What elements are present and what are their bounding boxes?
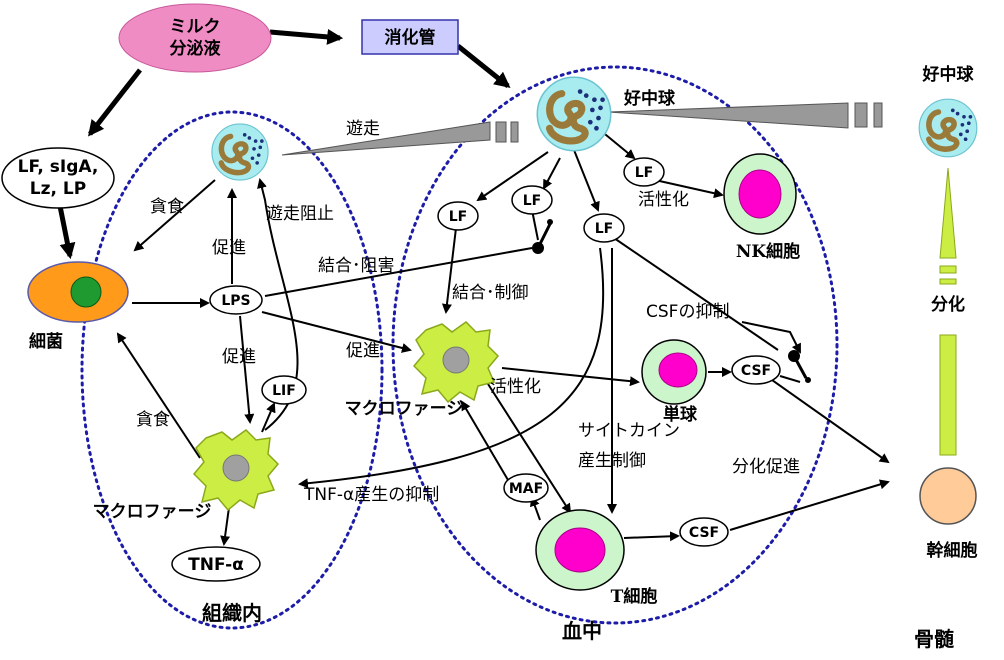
bone-marrow-title: 骨髄 [914,627,954,651]
differentiation-promote-label: 分化促進 [732,457,800,477]
lf3-label: LF [595,221,613,237]
binding-control-label: 結合･制御 [452,283,529,303]
macrophage-blood-label: マクロファージ [345,399,464,419]
migration-wedge-blood [607,102,849,129]
nk-cell-label: NK細胞 [736,241,800,262]
lf4-label: LF [635,165,653,181]
neutrophil-cell-icon-marrow [919,99,977,157]
maf-label: MAF [509,481,543,497]
tnf-alpha-label: TNF-α [188,555,244,575]
stem-cell-icon [919,467,977,525]
macrophage-cell-icon-blood [413,321,499,403]
lps-label: LPS [221,293,250,309]
migration-block-label: 遊走阻止 [266,204,334,224]
lif-label: LIF [272,383,296,399]
digestive-label: 消化管 [385,27,436,48]
promote-label-3: 促進 [222,347,256,367]
tissue-region [80,110,384,630]
migration-label: 遊走 [346,119,380,139]
neutrophil-marrow-label: 好中球 [922,64,975,85]
activation-label-2: 活性化 [490,377,541,397]
differentiation-bar-lower [939,334,957,456]
csf-suppress-label: CSFの抑制 [646,302,729,322]
lf-sigA-line1: LF, sIgA, [18,157,99,177]
lf-sigA-line2: Lz, LP [30,179,86,199]
cytokine-label-line1: サイトカイン [578,421,680,441]
migration-wedge-tissue [281,121,491,156]
lf1-label: LF [449,209,467,225]
differentiation-wedge-upper [939,167,957,259]
promote-label-1: 促進 [212,238,246,258]
t-cell-label: T細胞 [611,586,658,607]
phagocytosis-label-1: 貪食 [150,196,184,217]
macrophage-cell-icon-tissue [193,429,279,511]
neutrophil-cell-icon-tissue [212,124,268,180]
milk-label-line1: ミルク [170,17,221,37]
lf-sigA-node [1,147,115,209]
milk-node [118,3,272,73]
promote-label-2: 促進 [346,341,380,361]
csf2-label: CSF [689,525,719,541]
differentiation-label: 分化 [931,294,965,315]
neutrophil-blood-label: 好中球 [623,88,676,109]
blood-title: 血中 [562,619,602,643]
phagocytosis-label-2: 貪食 [136,409,170,430]
csf1-label: CSF [741,363,771,379]
neutrophil-cell-icon-blood [537,77,610,150]
macrophage-tissue-label: マクロファージ [93,502,212,522]
cytokine-label-line2: 産生制御 [578,451,646,471]
binding-inhibit-label: 結合･阻害 [318,256,395,276]
digestive-node [361,19,459,55]
stem-cell-label: 幹細胞 [927,540,978,561]
bacteria-label: 細菌 [29,331,63,352]
blood-region [391,65,839,625]
milk-label-line2: 分泌液 [170,38,221,59]
activation-label-1: 活性化 [638,190,689,210]
lf2-label: LF [523,193,541,209]
monocyte-label: 単球 [663,404,698,425]
tnf-suppress-label: TNF-α産生の抑制 [303,485,439,505]
tissue-title: 組織内 [202,601,262,625]
